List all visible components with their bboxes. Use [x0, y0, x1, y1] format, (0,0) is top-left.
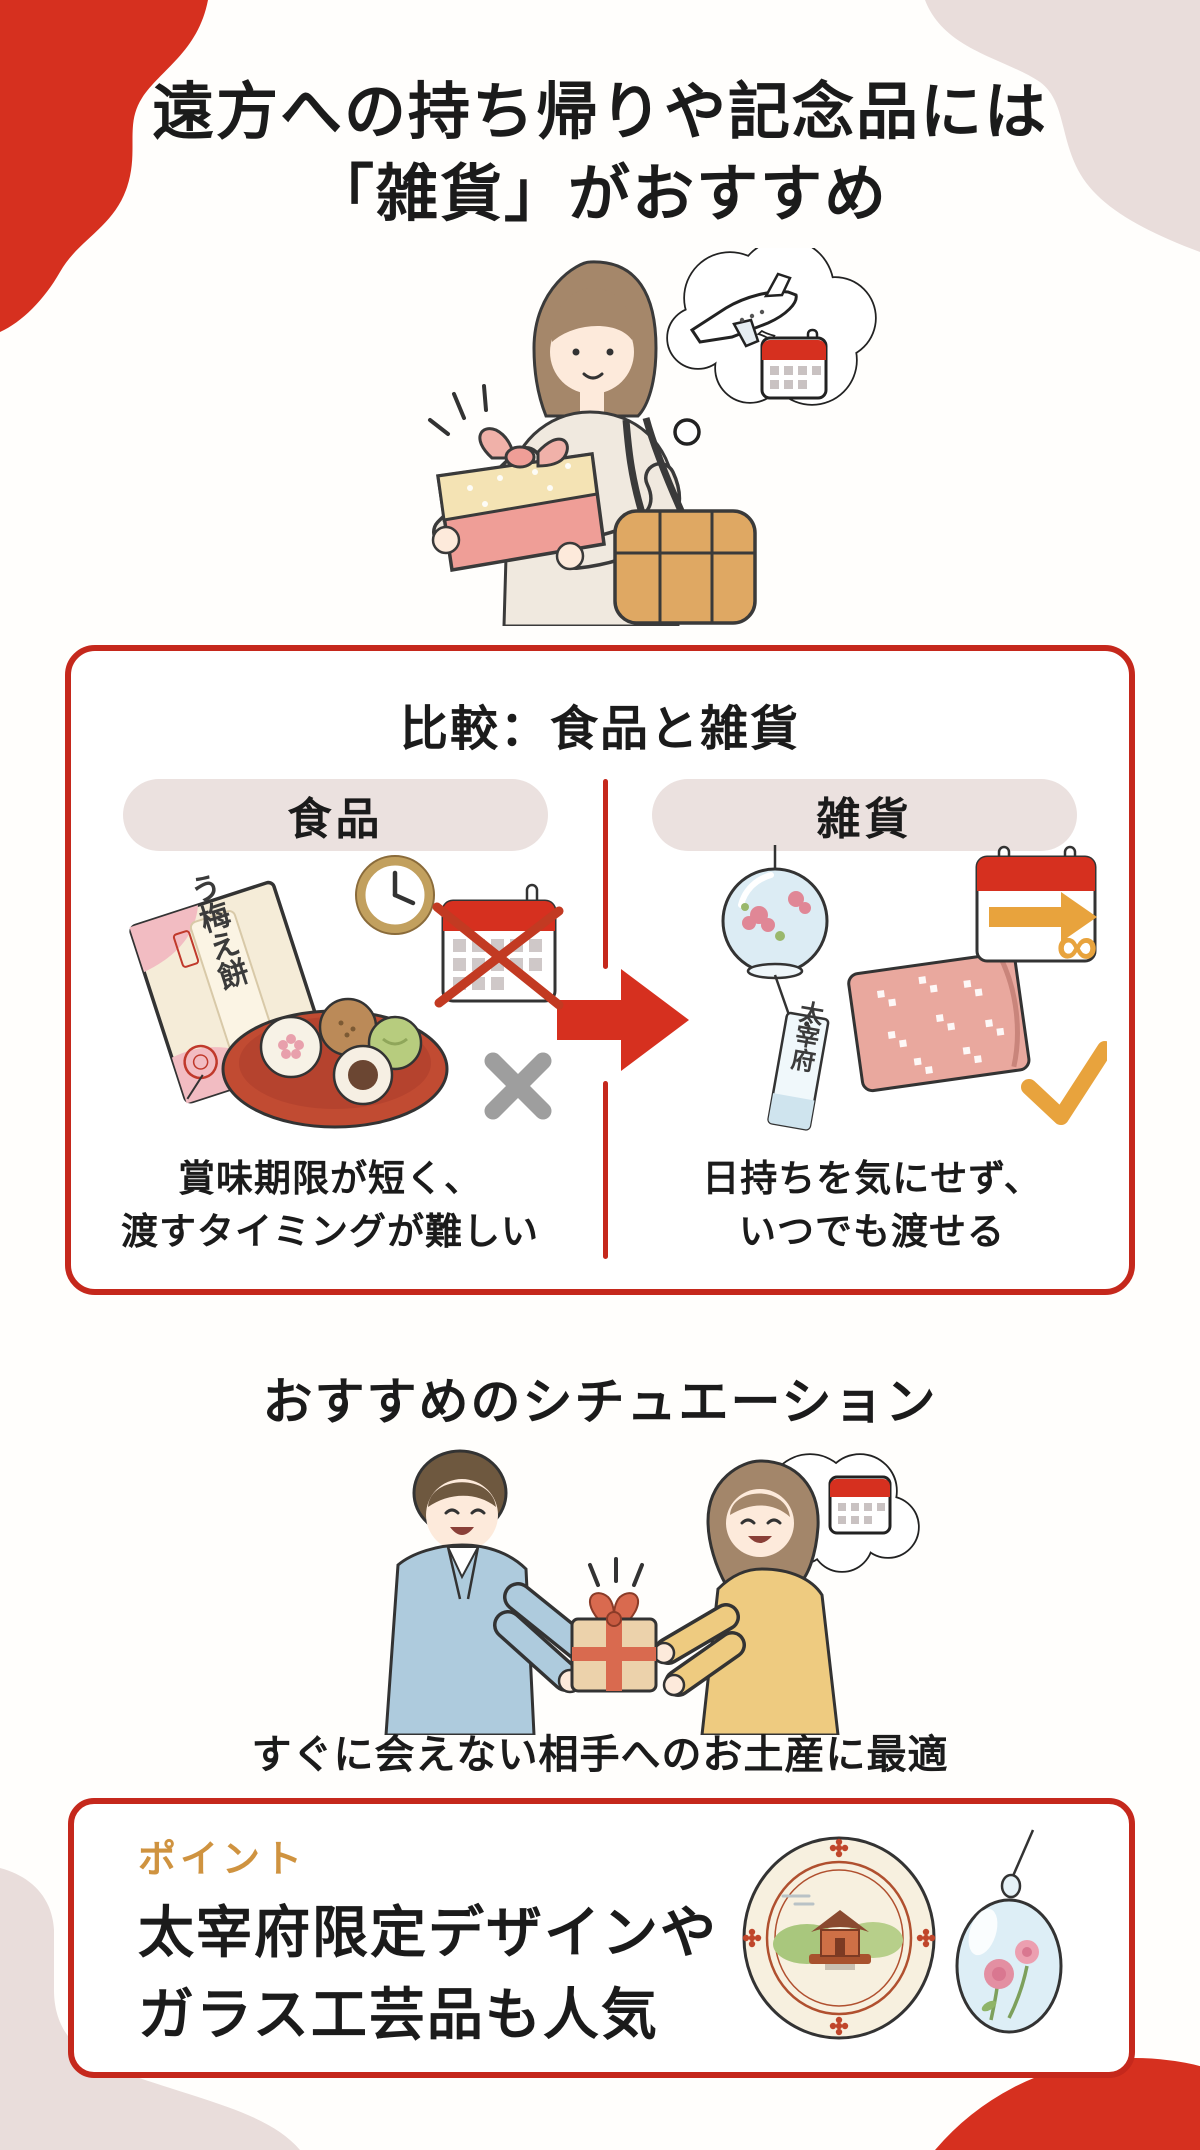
arrow-right-icon: [557, 969, 689, 1071]
zakka-caption-line2: いつでも渡せる: [739, 1210, 1005, 1252]
point-text-line1: 太宰府限定デザインや: [138, 1901, 718, 1964]
point-artwork: [742, 1829, 1063, 2040]
situation-caption: すぐに会えない相手へのお土産に最適: [251, 1733, 949, 1777]
food-illustration: う梅え餅: [129, 855, 564, 1129]
point-text-line2: ガラス工芸品も人気: [138, 1983, 659, 2046]
infinity-icon: ∞: [1056, 913, 1097, 978]
gift-box: [431, 427, 606, 573]
corner-blob-top-right: [925, 0, 1200, 252]
sweets-plate: [221, 997, 449, 1129]
zakka-caption: 日持ちを気にせず、 いつでも渡せる: [637, 1153, 1107, 1258]
page-title: 遠方への持ち帰りや記念品には 「雑貨」がおすすめ: [0, 72, 1200, 237]
calendar-crossed-icon: [432, 883, 564, 1010]
corner-blob-bottom-right: [935, 2058, 1200, 2150]
zakka-illustration: 太宰府: [721, 845, 1107, 1131]
sparkle-icon-2: [588, 1557, 644, 1587]
corner-blob-bottom-left: [0, 1868, 300, 2150]
giver-man: [384, 1449, 597, 1735]
sparkle-icon: [428, 384, 488, 436]
calendar-icon-2: [828, 1475, 892, 1535]
traveler-illustration: [428, 248, 877, 626]
shoulder-bag: [613, 417, 757, 625]
food-caption-line2: 渡すタイミングが難しい: [121, 1210, 539, 1252]
situation-heading: おすすめのシチュエーション: [262, 1374, 938, 1430]
comparison-heading: 比較：食品と雑貨: [399, 703, 800, 756]
glass-pendant: [955, 1829, 1063, 2034]
food-caption-line1: 賞味期限が短く、: [178, 1158, 482, 1199]
point-section: ポイント 太宰府限定デザインや ガラス工芸品も人気: [68, 1798, 1135, 2078]
plane-icon: [689, 272, 798, 348]
plum-motif-icon: [742, 1838, 936, 2036]
food-header-label: 食品: [287, 795, 384, 844]
calendar-icon: [760, 328, 828, 400]
page-title-line1: 遠方への持ち帰りや記念品には: [151, 78, 1048, 147]
corner-blob-top-left: [0, 0, 208, 332]
receiver-woman: [652, 1459, 840, 1735]
check-icon: [1021, 1041, 1107, 1125]
point-label: ポイント: [138, 1839, 307, 1881]
clock-icon: [355, 855, 435, 935]
comparison-section: 比較：食品と雑貨 食品 雑貨 う梅え餅: [65, 645, 1135, 1295]
gift-box-2: [570, 1557, 658, 1693]
cross-icon: [484, 1052, 552, 1120]
decorative-plate: [742, 1836, 936, 2040]
zakka-header-label: 雑貨: [816, 795, 913, 844]
wind-chime: 太宰府: [721, 845, 830, 1131]
calendar-forward-icon: [975, 845, 1097, 963]
plum-stamp-icon: [183, 1044, 218, 1080]
column-divider-top: [603, 779, 608, 969]
column-divider-bottom: [603, 1081, 608, 1259]
food-column-header: 食品: [123, 779, 548, 851]
zakka-caption-line1: 日持ちを気にせず、: [702, 1158, 1042, 1199]
thought-bubble: [666, 248, 877, 446]
folded-cloth: [847, 951, 1031, 1093]
food-caption: 賞味期限が短く、 渡すタイミングが難しい: [95, 1153, 565, 1258]
zakka-column-header: 雑貨: [652, 779, 1077, 851]
gift-exchange-illustration: [384, 1449, 920, 1735]
page-title-line2: 「雑貨」がおすすめ: [311, 160, 888, 230]
